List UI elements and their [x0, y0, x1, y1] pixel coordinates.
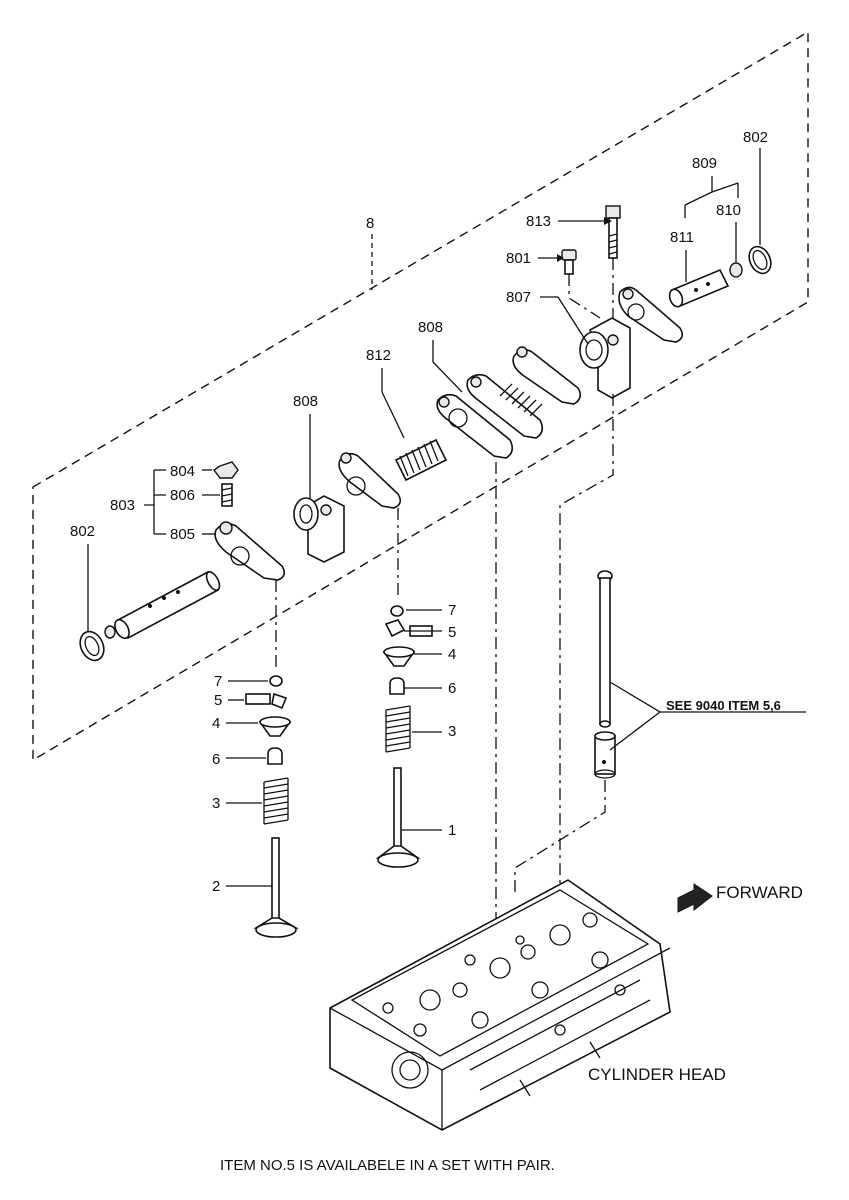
label-802-right: 802	[743, 129, 768, 146]
label-lft7: 7	[214, 673, 222, 690]
label-r6: 6	[448, 680, 456, 697]
label-lft6: 6	[212, 751, 220, 768]
screw-801	[561, 249, 577, 275]
label-804: 804	[170, 463, 195, 480]
valve-cap-7-right	[390, 605, 404, 617]
valve-2	[253, 837, 299, 938]
push-rod	[597, 570, 613, 728]
label-lft2: 2	[212, 878, 220, 895]
label-811: 811	[670, 229, 694, 246]
centerline-pushrod	[559, 394, 614, 885]
spring-808	[499, 383, 543, 417]
spring-812	[394, 438, 448, 482]
label-805: 805	[170, 526, 195, 543]
valve-cap-7-left	[269, 675, 283, 687]
rocker-arm-805	[214, 521, 286, 581]
label-801: 801	[506, 250, 531, 267]
assembly-boundary	[32, 30, 809, 762]
plug-810	[729, 262, 743, 278]
bracket-808	[293, 495, 345, 563]
nut-804	[212, 461, 239, 479]
see-note: SEE 9040 ITEM 5,6	[666, 698, 781, 713]
spring-retainer-4-right	[382, 646, 416, 667]
bracket-807	[579, 317, 631, 399]
snap-ring-802-right	[748, 245, 772, 275]
label-802-left: 802	[70, 523, 95, 540]
rocker-arm-808-upper	[436, 373, 544, 459]
centerline-tappet	[514, 780, 606, 895]
valve-keeper-5-right	[384, 619, 433, 638]
label-r4: 4	[448, 646, 456, 663]
label-lft4: 4	[212, 715, 220, 732]
tappet	[594, 731, 616, 779]
plug-802	[104, 625, 116, 639]
label-808-left: 808	[293, 393, 318, 410]
valve-seal-6-right	[389, 677, 405, 695]
snap-ring-802-left	[79, 630, 105, 662]
bolt-813	[605, 205, 621, 259]
footer-note: ITEM NO.5 IS AVAILABELE IN A SET WITH PA…	[220, 1157, 555, 1174]
forward-label: FORWARD	[716, 883, 803, 902]
label-810: 810	[716, 202, 741, 219]
label-lft3: 3	[212, 795, 220, 812]
valve-spring-3-right	[385, 705, 411, 753]
spring-retainer-4-left	[258, 716, 292, 737]
valve-1	[375, 767, 421, 868]
rocker-shaft	[114, 570, 221, 640]
label-809: 809	[692, 155, 717, 172]
rocker-arm-right-end	[618, 286, 684, 343]
rocker-arm-808-upper-b	[512, 346, 582, 405]
screw-806	[221, 483, 233, 507]
label-r1: 1	[448, 822, 456, 839]
forward-arrow-icon	[677, 883, 713, 913]
rocker-arm-middle	[338, 452, 402, 509]
valve-seal-6-left	[267, 747, 283, 765]
label-r3: 3	[448, 723, 456, 740]
valve-spring-3-left	[263, 777, 289, 825]
label-803: 803	[110, 497, 135, 514]
valve-keeper-5-left	[245, 692, 288, 710]
label-8: 8	[366, 215, 374, 232]
label-808-top: 808	[418, 319, 443, 336]
label-806: 806	[170, 487, 195, 504]
head-ports	[382, 912, 651, 1097]
cylinder-head	[329, 879, 671, 1131]
label-r7: 7	[448, 602, 456, 619]
label-807: 807	[506, 289, 531, 306]
label-r5: 5	[448, 624, 456, 641]
label-lft5: 5	[214, 692, 222, 709]
cylinder-head-label: CYLINDER HEAD	[588, 1065, 726, 1084]
label-812: 812	[366, 347, 391, 364]
shaft-plug-811	[668, 268, 730, 308]
label-813: 813	[526, 213, 551, 230]
